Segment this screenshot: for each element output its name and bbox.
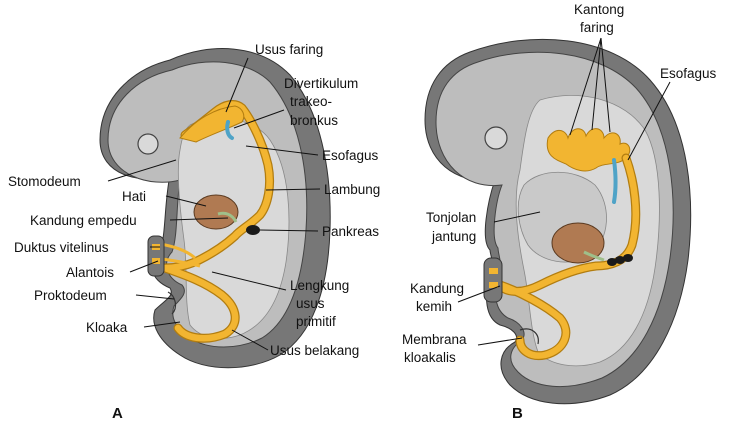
embryo-b-eye <box>484 126 508 150</box>
trachea-b <box>612 158 618 204</box>
label-kloaka: Kloaka <box>86 320 128 335</box>
label-kandung-empedu: Kandung empedu <box>30 213 137 228</box>
embryo-b <box>424 38 692 405</box>
stalk-b <box>483 257 503 303</box>
label-alantois: Alantois <box>66 265 114 280</box>
label-divertikulum-2: trakeo- <box>290 94 332 109</box>
label-tonjolan-1: Tonjolan <box>426 210 476 225</box>
labels-a: Usus faring Divertikulum trakeo- bronkus… <box>8 42 380 358</box>
label-duktus-vitelinus: Duktus vitelinus <box>14 240 109 255</box>
label-stomodeum: Stomodeum <box>8 174 81 189</box>
label-divertikulum-1: Divertikulum <box>284 76 358 91</box>
label-tonjolan-2: jantung <box>431 229 476 244</box>
label-lengkung-3: primitif <box>296 314 336 329</box>
gallbladder-b <box>583 250 605 262</box>
panel-label-b: B <box>512 405 523 422</box>
label-lambung: Lambung <box>324 182 380 197</box>
liver-a <box>193 194 239 230</box>
panel-label-a: A <box>112 405 123 422</box>
gut-tube-b-fill <box>496 154 639 359</box>
label-membrana-1: Membrana <box>402 332 467 347</box>
label-proktodeum: Proktodeum <box>34 288 107 303</box>
embryo-a-eye <box>137 133 159 155</box>
label-lengkung-2: usus <box>296 296 325 311</box>
gallbladder-a <box>217 211 238 223</box>
label-membrana-2: kloakalis <box>404 350 456 365</box>
label-esofagus-b: Esofagus <box>660 66 717 81</box>
pharyngeal-pouches-b <box>546 128 631 172</box>
pancreas-a <box>246 225 260 235</box>
label-pankreas: Pankreas <box>322 224 379 239</box>
label-kantong-1: Kantong <box>574 2 624 17</box>
stalk-b-duct <box>489 268 498 274</box>
pancreas-b <box>607 254 633 266</box>
gut-tube-a-fill <box>161 101 273 342</box>
label-usus-faring: Usus faring <box>255 42 323 57</box>
trachea-bud-a <box>225 120 234 140</box>
proctodeum-a <box>167 291 177 315</box>
label-lengkung-1: Lengkung <box>290 278 349 293</box>
label-usus-belakang: Usus belakang <box>270 343 359 358</box>
label-kandung-kemih-1: Kandung <box>410 281 464 296</box>
embryo-a <box>99 48 331 369</box>
stalk-b-allantois <box>489 282 498 288</box>
cloacal-membrane-b <box>519 328 539 345</box>
label-kantong-2: faring <box>580 20 614 35</box>
liver-b <box>551 222 605 264</box>
label-divertikulum-3: bronkus <box>290 113 338 128</box>
label-esofagus-a: Esofagus <box>322 148 379 163</box>
stalk-a-allantois <box>152 258 160 264</box>
pharynx-a <box>179 105 245 143</box>
stalk-a <box>147 235 165 277</box>
labels-b: Kantong faring Esofagus Tonjolan jantung… <box>402 2 717 365</box>
label-hati: Hati <box>122 189 146 204</box>
label-kandung-kemih-2: kemih <box>416 299 452 314</box>
leader-lines <box>107 37 671 351</box>
